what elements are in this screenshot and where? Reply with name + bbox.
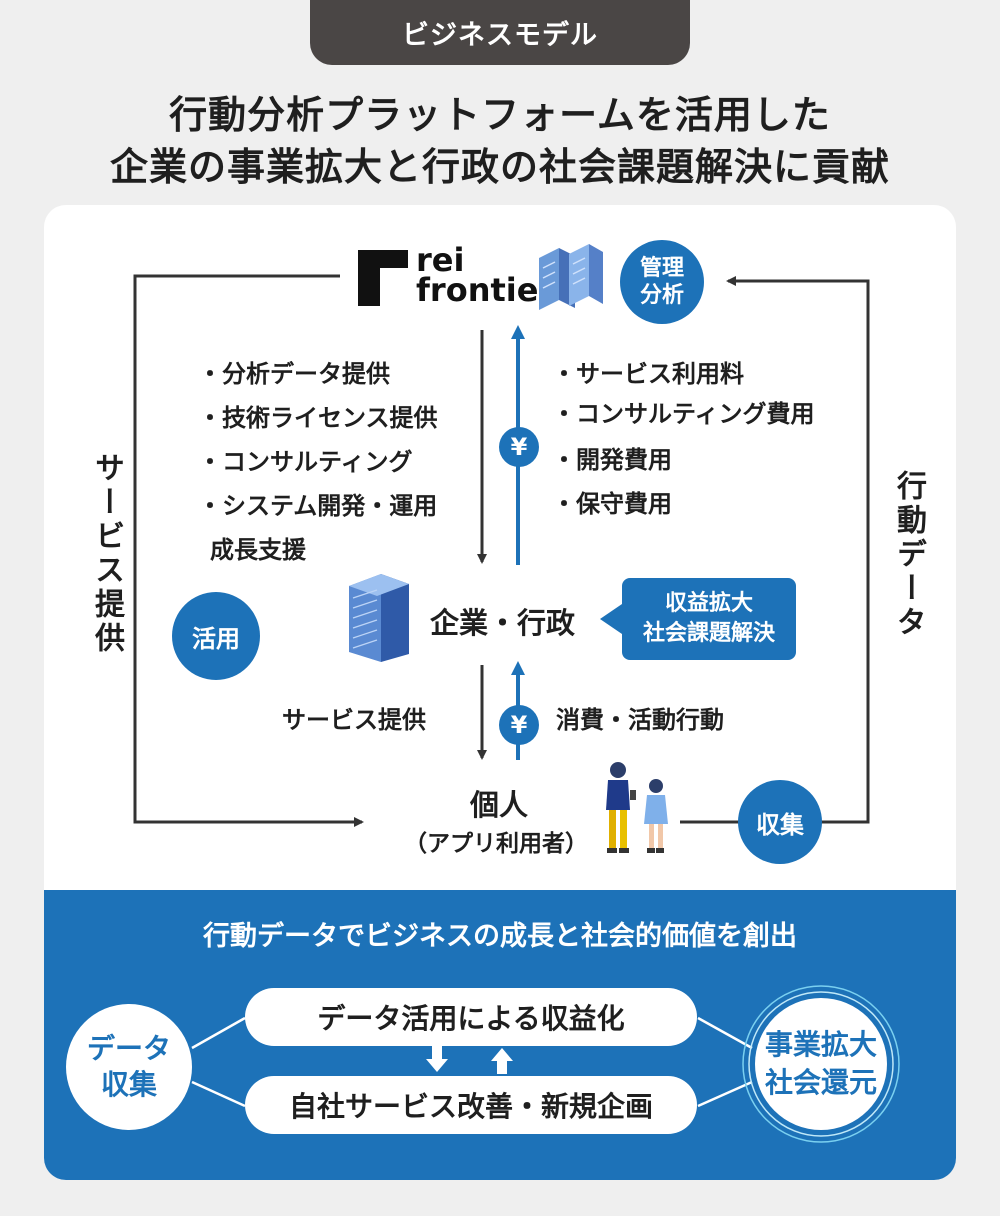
section-tab: ビジネスモデル bbox=[310, 0, 690, 65]
logo-line-2: frontier bbox=[416, 271, 555, 309]
management-analysis-badge: 管理 分析 bbox=[620, 240, 704, 324]
yen-badge-bottom: ¥ bbox=[499, 705, 539, 745]
left-bullet-item: ・システム開発・運用 bbox=[198, 492, 438, 520]
left-bullet-item: ・分析データ提供 bbox=[198, 360, 390, 388]
right-bullet-item: ・コンサルティング費用 bbox=[552, 400, 815, 428]
people-icon bbox=[596, 760, 676, 860]
right-loop-line bbox=[726, 276, 870, 824]
data-collect-circle: データ 収集 bbox=[66, 1004, 192, 1130]
band-connector-tr bbox=[697, 1016, 753, 1050]
rei-frontier-logo-icon bbox=[358, 250, 408, 306]
consumption-label: 消費・活動行動 bbox=[556, 706, 724, 734]
individual-label: 個人 bbox=[470, 788, 529, 822]
left-loop-line bbox=[133, 274, 364, 827]
callout-line-2: 社会課題解決 bbox=[642, 621, 775, 646]
callout-box: 収益拡大 社会課題解決 bbox=[622, 578, 796, 660]
band-connector-br bbox=[697, 1080, 753, 1108]
band-connector-bl bbox=[191, 1080, 246, 1108]
callout-pointer bbox=[600, 604, 622, 634]
logo-line-1: rei bbox=[416, 241, 465, 279]
summary-title: 行動データでビジネスの成長と社会的価値を創出 bbox=[203, 921, 797, 952]
data-collect-line-2: 収集 bbox=[100, 1068, 157, 1101]
business-expansion-line-1: 事業拡大 bbox=[764, 1028, 877, 1061]
headline-line-2: 企業の事業拡大と行政の社会課題解決に貢献 bbox=[109, 145, 890, 189]
business-expansion-circle: 事業拡大 社会還元 bbox=[755, 998, 887, 1130]
right-bullet-item: ・保守費用 bbox=[552, 490, 672, 518]
collect-badge: 収集 bbox=[738, 780, 822, 864]
individual-sublabel: （アプリ利用者） bbox=[404, 831, 588, 857]
outer-ring-2 bbox=[748, 991, 894, 1137]
right-side-label: 行動データ bbox=[891, 470, 926, 640]
left-bullet-item: ・コンサルティング bbox=[198, 448, 413, 476]
left-side-label: サービス提供 bbox=[89, 452, 124, 656]
outer-ring-1 bbox=[742, 985, 900, 1143]
data-collect-line-1: データ bbox=[86, 1032, 171, 1065]
monetization-pill: データ活用による収益化 bbox=[245, 988, 697, 1046]
headline-line-1: 行動分析プラットフォームを活用した bbox=[169, 93, 831, 137]
left-bullet-item: 成長支援 bbox=[210, 536, 306, 564]
management-badge-line-2: 分析 bbox=[639, 283, 684, 308]
building-icon bbox=[345, 572, 413, 668]
band-connector-tl bbox=[191, 1016, 246, 1050]
arrow-down-white bbox=[426, 1046, 448, 1072]
company-government-label: 企業・行政 bbox=[430, 606, 576, 640]
service-provide-label: サービス提供 bbox=[282, 706, 426, 734]
left-bullet-item: ・技術ライセンス提供 bbox=[198, 404, 438, 432]
logo-wordmark: rei frontier bbox=[416, 241, 555, 309]
service-improvement-pill: 自社サービス改善・新規企画 bbox=[245, 1076, 697, 1134]
yen-badge-top: ¥ bbox=[499, 427, 539, 467]
right-bullet-item: ・サービス利用料 bbox=[552, 360, 744, 388]
right-bullet-item: ・開発費用 bbox=[552, 446, 672, 474]
server-icon bbox=[535, 244, 605, 314]
callout-line-1: 収益拡大 bbox=[664, 591, 753, 616]
utilize-badge: 活用 bbox=[172, 592, 260, 680]
management-badge-line-1: 管理 bbox=[639, 256, 684, 281]
arrow-up-white bbox=[491, 1048, 513, 1074]
business-expansion-line-2: 社会還元 bbox=[764, 1066, 877, 1099]
